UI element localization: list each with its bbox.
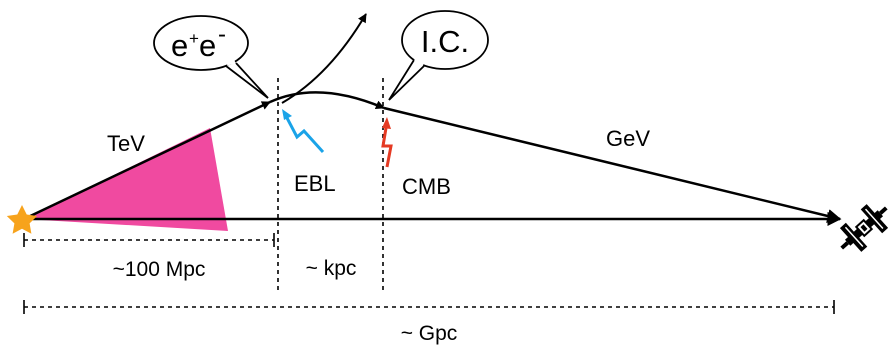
pair-label-e1: e (171, 28, 188, 63)
scale-100mpc (23, 233, 275, 247)
cmb-label: CMB (402, 174, 451, 199)
satellite-icon (839, 204, 889, 252)
dist-kpc-label: ~ kpc (306, 257, 357, 280)
tev-cone (24, 128, 228, 231)
star-icon (6, 205, 38, 234)
pair-label-e2: e (199, 28, 216, 63)
pair-label-minus: - (218, 21, 226, 48)
ebl-photon (282, 109, 325, 154)
pair-label-plus: + (189, 29, 199, 48)
tev-label: TeV (107, 131, 145, 156)
tev-photon-path (23, 100, 271, 221)
deflected-path (281, 13, 367, 104)
scale-gpc (23, 300, 835, 314)
pair-bubble: e + e - (153, 15, 269, 99)
gev-label: GeV (606, 126, 650, 151)
dist-gpc-label: ~ Gpc (401, 322, 458, 345)
ebl-label: EBL (294, 171, 336, 196)
dist-100mpc-label: ~100 Mpc (113, 258, 206, 281)
ic-bubble: I.C. (388, 10, 489, 101)
cmb-photon (381, 117, 393, 168)
gev-photon-path (383, 106, 842, 223)
ic-label: I.C. (421, 24, 469, 59)
pair-curve (269, 91, 385, 110)
